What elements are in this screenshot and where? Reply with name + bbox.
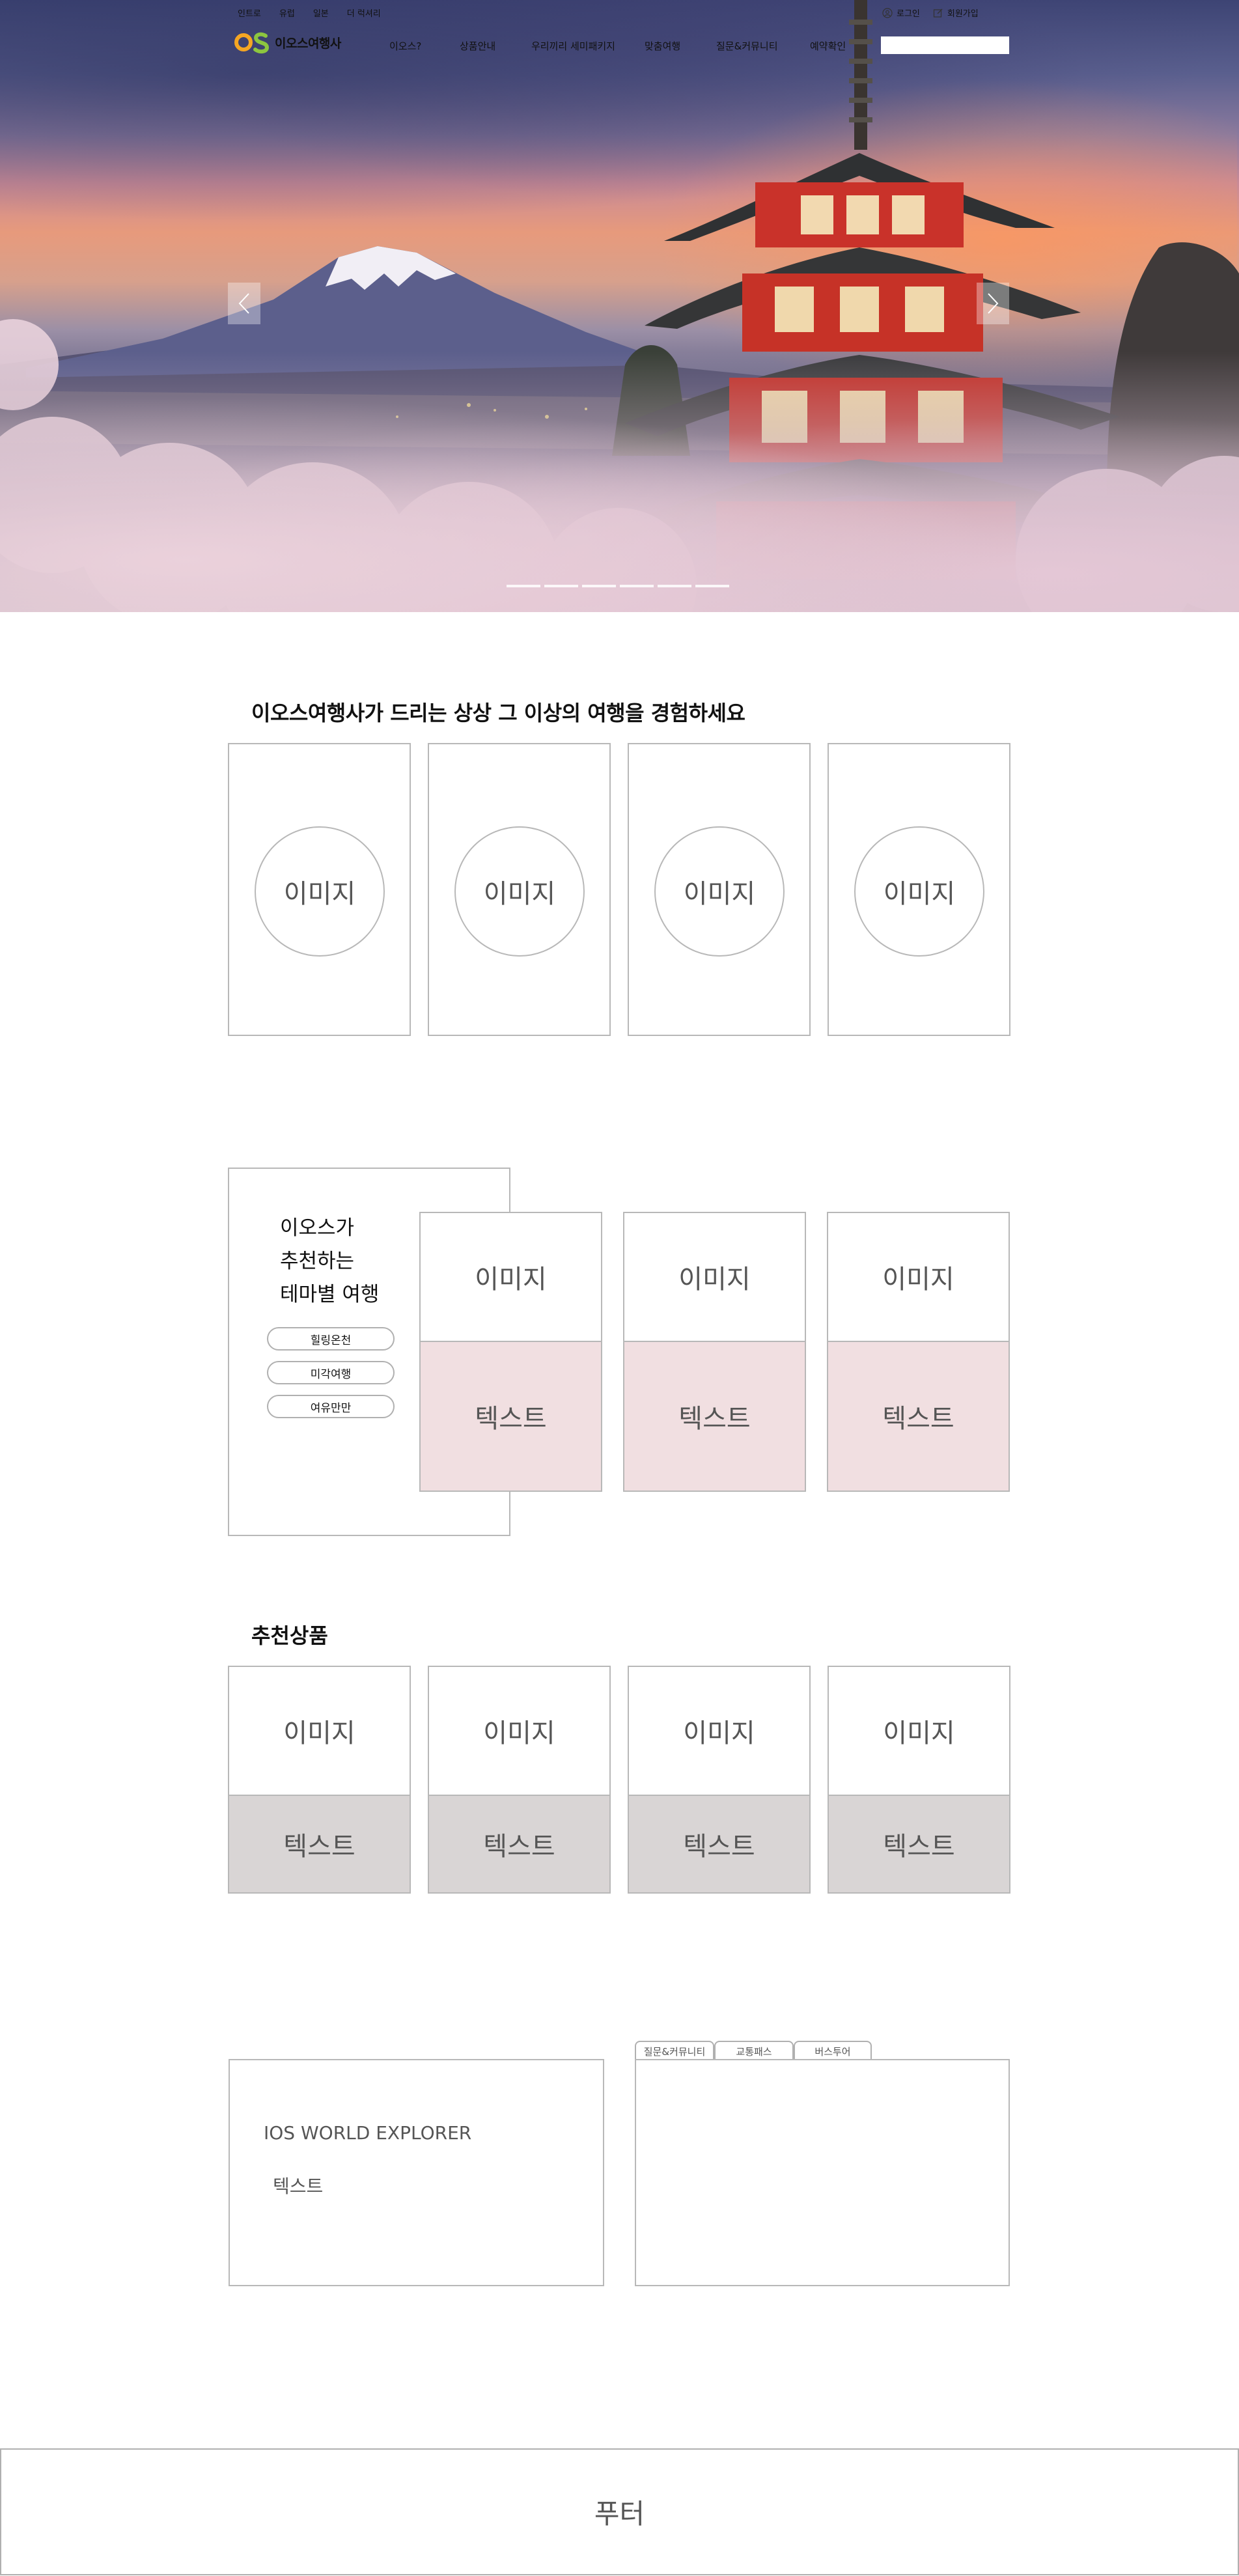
chevron-right-icon (988, 293, 999, 314)
theme-filter-gourmet[interactable]: 미각여행 (267, 1361, 395, 1384)
experience-card[interactable]: 이미지 (828, 743, 1010, 1036)
card-image-placeholder: 이미지 (255, 826, 385, 957)
product-card[interactable]: 이미지 텍스트 (828, 1666, 1010, 1894)
recommended-section-title: 추천상품 (251, 1623, 328, 1648)
user-icon (882, 7, 893, 18)
slider-dot[interactable] (695, 585, 729, 587)
card-image-placeholder: 이미지 (454, 826, 585, 957)
search-input[interactable] (881, 36, 1009, 54)
hero-blossom-overlay (0, 352, 1239, 612)
main-nav: 이오스? 상품안내 우리끼리 세미패키지 맞춤여행 질문&커뮤니티 예약확인 (389, 39, 858, 55)
slider-indicators (507, 585, 729, 587)
top-utility-nav: 인트로 유럽 일본 더 럭셔리 (238, 7, 381, 19)
top-nav-intro[interactable]: 인트로 (238, 9, 261, 19)
signup-label: 회원가입 (947, 9, 979, 19)
product-card-text: 텍스트 (229, 1796, 410, 1892)
slider-dot[interactable] (658, 585, 691, 587)
product-card[interactable]: 이미지 텍스트 (628, 1666, 811, 1894)
login-label: 로그인 (897, 9, 920, 19)
product-card-image: 이미지 (429, 1667, 609, 1796)
user-links: 로그인 회원가입 (882, 7, 979, 19)
theme-card-image: 이미지 (624, 1213, 805, 1342)
mountain-snow (326, 246, 456, 290)
product-card[interactable]: 이미지 텍스트 (228, 1666, 411, 1894)
main-nav-products[interactable]: 상품안내 (460, 40, 496, 52)
top-nav-luxury[interactable]: 더 럭셔리 (346, 9, 381, 19)
logo-mark-icon (234, 32, 270, 54)
product-card-text: 텍스트 (429, 1796, 609, 1892)
main-nav-semi-package[interactable]: 우리끼리 세미패키지 (531, 40, 615, 52)
theme-card-image: 이미지 (421, 1213, 601, 1342)
slider-dot[interactable] (620, 585, 654, 587)
theme-card-text: 텍스트 (624, 1342, 805, 1491)
theme-card[interactable]: 이미지 텍스트 (623, 1212, 806, 1492)
main-nav-about[interactable]: 이오스? (389, 40, 422, 52)
site-logo[interactable]: 이오스여행사 (234, 30, 341, 55)
experience-card[interactable]: 이미지 (228, 743, 411, 1036)
main-nav-custom-travel[interactable]: 맞춤여행 (645, 40, 681, 52)
main-nav-community[interactable]: 질문&커뮤니티 (716, 40, 778, 52)
product-card[interactable]: 이미지 텍스트 (428, 1666, 611, 1894)
hero-banner: 인트로 유럽 일본 더 럭셔리 이오스여행사 이오스? 상품안내 우리끼리 세미… (0, 0, 1239, 612)
slider-dot[interactable] (507, 585, 540, 587)
theme-card[interactable]: 이미지 텍스트 (827, 1212, 1010, 1492)
tab-community[interactable]: 질문&커뮤니티 (635, 2041, 714, 2060)
experience-card[interactable]: 이미지 (628, 743, 811, 1036)
experience-card[interactable]: 이미지 (428, 743, 611, 1036)
product-card-image: 이미지 (829, 1667, 1009, 1796)
slider-dot[interactable] (582, 585, 616, 587)
explorer-text: 텍스트 (273, 2176, 324, 2197)
slider-dot[interactable] (544, 585, 578, 587)
theme-card[interactable]: 이미지 텍스트 (419, 1212, 602, 1492)
login-link[interactable]: 로그인 (882, 7, 920, 19)
slider-next-button[interactable] (977, 283, 1009, 324)
product-card-text: 텍스트 (829, 1796, 1009, 1892)
tab-transport-pass[interactable]: 교통패스 (714, 2041, 794, 2060)
product-card-image: 이미지 (229, 1667, 410, 1796)
logo-text: 이오스여행사 (275, 36, 341, 51)
product-card-image: 이미지 (629, 1667, 809, 1796)
theme-card-image: 이미지 (828, 1213, 1009, 1342)
theme-section-title: 이오스가 추천하는 테마별 여행 (280, 1216, 380, 1306)
slider-prev-button[interactable] (228, 283, 260, 324)
top-nav-japan[interactable]: 일본 (313, 9, 329, 19)
tab-content-panel (635, 2059, 1010, 2286)
mountain-shape (26, 246, 677, 378)
tab-bus-tour[interactable]: 버스투어 (794, 2041, 872, 2060)
card-image-placeholder: 이미지 (854, 826, 984, 957)
explorer-info-box: IOS WORLD EXPLORER 텍스트 (229, 2059, 604, 2286)
theme-card-text: 텍스트 (828, 1342, 1009, 1491)
site-footer: 푸터 (0, 2448, 1239, 2575)
signup-link[interactable]: 회원가입 (933, 7, 979, 19)
experience-section-title: 이오스여행사가 드리는 상상 그 이상의 여행을 경험하세요 (251, 701, 745, 725)
theme-filter-leisure[interactable]: 여유만만 (267, 1395, 395, 1418)
theme-card-text: 텍스트 (421, 1342, 601, 1491)
chevron-left-icon (238, 293, 249, 314)
explorer-title: IOS WORLD EXPLORER (264, 2122, 472, 2144)
edit-icon (933, 8, 943, 18)
top-nav-europe[interactable]: 유럽 (279, 9, 295, 19)
product-card-text: 텍스트 (629, 1796, 809, 1892)
theme-filter-healing-onsen[interactable]: 힐링온천 (267, 1327, 395, 1351)
main-nav-reservation[interactable]: 예약확인 (810, 40, 846, 52)
card-image-placeholder: 이미지 (654, 826, 785, 957)
